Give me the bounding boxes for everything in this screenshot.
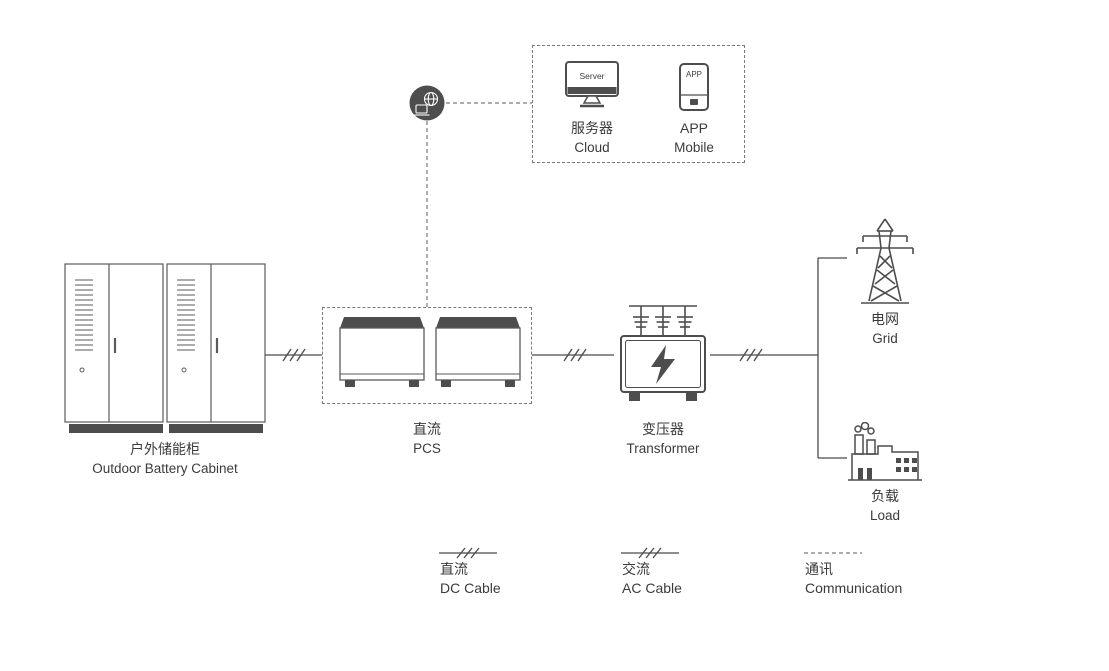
legend-ac-label-en: AC Cable [622, 580, 682, 596]
server-icon: Server [565, 61, 619, 108]
ac-cable-line-sample [621, 547, 679, 559]
legend-comm-label-en: Communication [805, 580, 903, 596]
legend-ac-label-zh: 交流 [622, 561, 650, 577]
battery-label-zh: 户外储能柜 [130, 441, 200, 457]
server-screen-text: Server [579, 71, 604, 81]
pcs-label-zh: 直流 [413, 421, 441, 437]
monitoring-group-box [532, 45, 745, 163]
factory-load-icon [848, 422, 922, 481]
communication-line-sample [804, 552, 862, 554]
grid-label-en: Grid [872, 331, 898, 346]
legend-dc-label-zh: 直流 [440, 561, 468, 577]
app-label-zh: APP [679, 120, 708, 136]
pcs-label-en: PCS [413, 441, 441, 456]
mobile-app-icon: APP [679, 63, 709, 111]
pcs-group-box [322, 307, 532, 404]
cloud-icon [409, 85, 445, 121]
communication-lines [426, 102, 532, 307]
grid-label-zh: 电网 [871, 311, 899, 327]
pcs-unit-icon [435, 317, 521, 387]
transformer-label-en: Transformer [626, 441, 700, 456]
transformer-label-zh: 变压器 [642, 421, 684, 437]
dc-cable-line-sample [439, 547, 497, 559]
app-label-en: Mobile [674, 140, 714, 155]
legend-comm-label-zh: 通讯 [805, 561, 833, 577]
battery-label-en: Outdoor Battery Cabinet [92, 461, 238, 476]
legend-dc-label-en: DC Cable [440, 580, 501, 596]
grid-tower-icon [856, 218, 914, 304]
pcs-unit-icon [339, 317, 425, 387]
load-label-en: Load [869, 508, 901, 523]
transformer-icon [620, 305, 706, 401]
server-label-zh: 服务器 [571, 120, 613, 136]
load-label-zh: 负载 [871, 488, 899, 504]
server-label-en: Cloud [574, 140, 610, 155]
app-screen-text: APP [686, 70, 702, 79]
battery-cabinet-icon [64, 263, 266, 433]
